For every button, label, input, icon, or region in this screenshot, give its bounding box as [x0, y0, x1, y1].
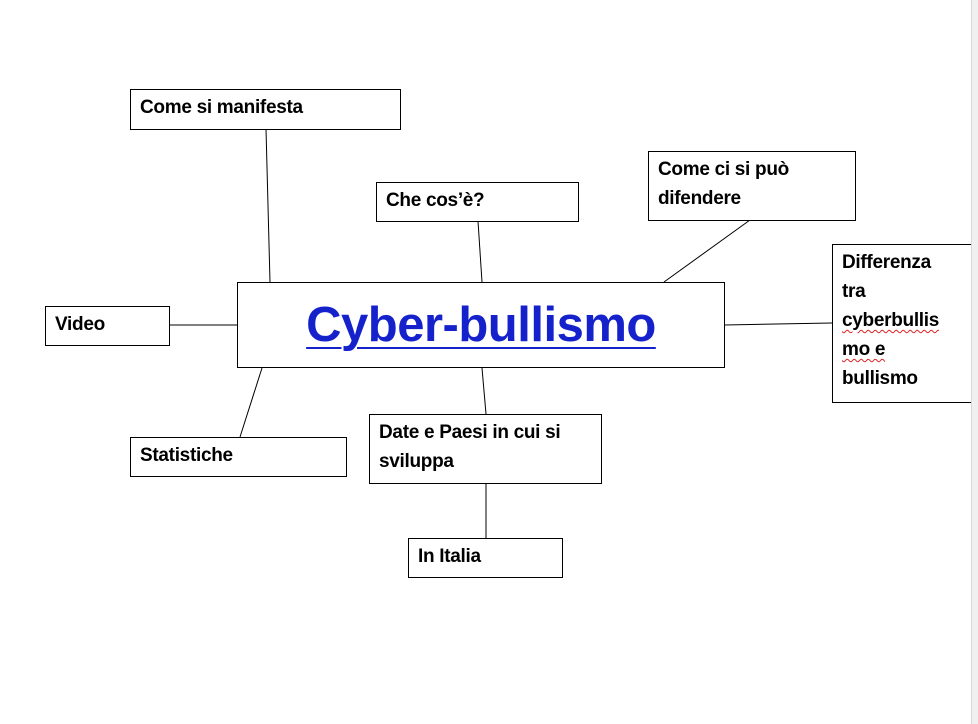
- node-label: Che cos’è?: [386, 190, 485, 211]
- node-label: Video: [55, 314, 105, 335]
- node-label: Come ci si può difendere: [658, 159, 789, 209]
- connector-che-cose: [477, 220, 483, 283]
- node-label-line: tra: [842, 281, 866, 302]
- central-topic-title: Cyber-bullismo: [306, 298, 656, 352]
- node-differenza[interactable]: Differenza tra cyberbullis mo e bullismo: [832, 244, 976, 403]
- node-che-cose[interactable]: Che cos’è?: [376, 182, 579, 222]
- node-label-line: mo e: [842, 339, 886, 360]
- node-label: Come si manifesta: [140, 97, 303, 118]
- node-label-line: cyberbullis: [842, 310, 940, 331]
- node-statistiche[interactable]: Statistiche: [130, 437, 347, 477]
- node-come-si-manifesta[interactable]: Come si manifesta: [130, 89, 401, 130]
- node-label-line: bullismo: [842, 368, 918, 389]
- node-video[interactable]: Video: [45, 306, 170, 346]
- node-label: In Italia: [418, 546, 481, 567]
- node-come-difendere[interactable]: Come ci si può difendere: [648, 151, 856, 221]
- node-label: Date e Paesi in cui si sviluppa: [379, 422, 561, 472]
- connector-differenza: [724, 322, 833, 326]
- connector-come-difendere: [663, 219, 751, 283]
- connector-statistiche: [239, 367, 263, 438]
- node-label-line: Differenza: [842, 252, 931, 273]
- node-date-paesi[interactable]: Date e Paesi in cui si sviluppa: [369, 414, 602, 484]
- connector-date-paesi: [481, 367, 487, 415]
- connector-come-si-manifesta: [265, 128, 271, 283]
- node-in-italia[interactable]: In Italia: [408, 538, 563, 578]
- central-topic-box[interactable]: Cyber-bullismo: [237, 282, 725, 368]
- page-edge: [971, 0, 978, 724]
- node-label: Statistiche: [140, 445, 233, 466]
